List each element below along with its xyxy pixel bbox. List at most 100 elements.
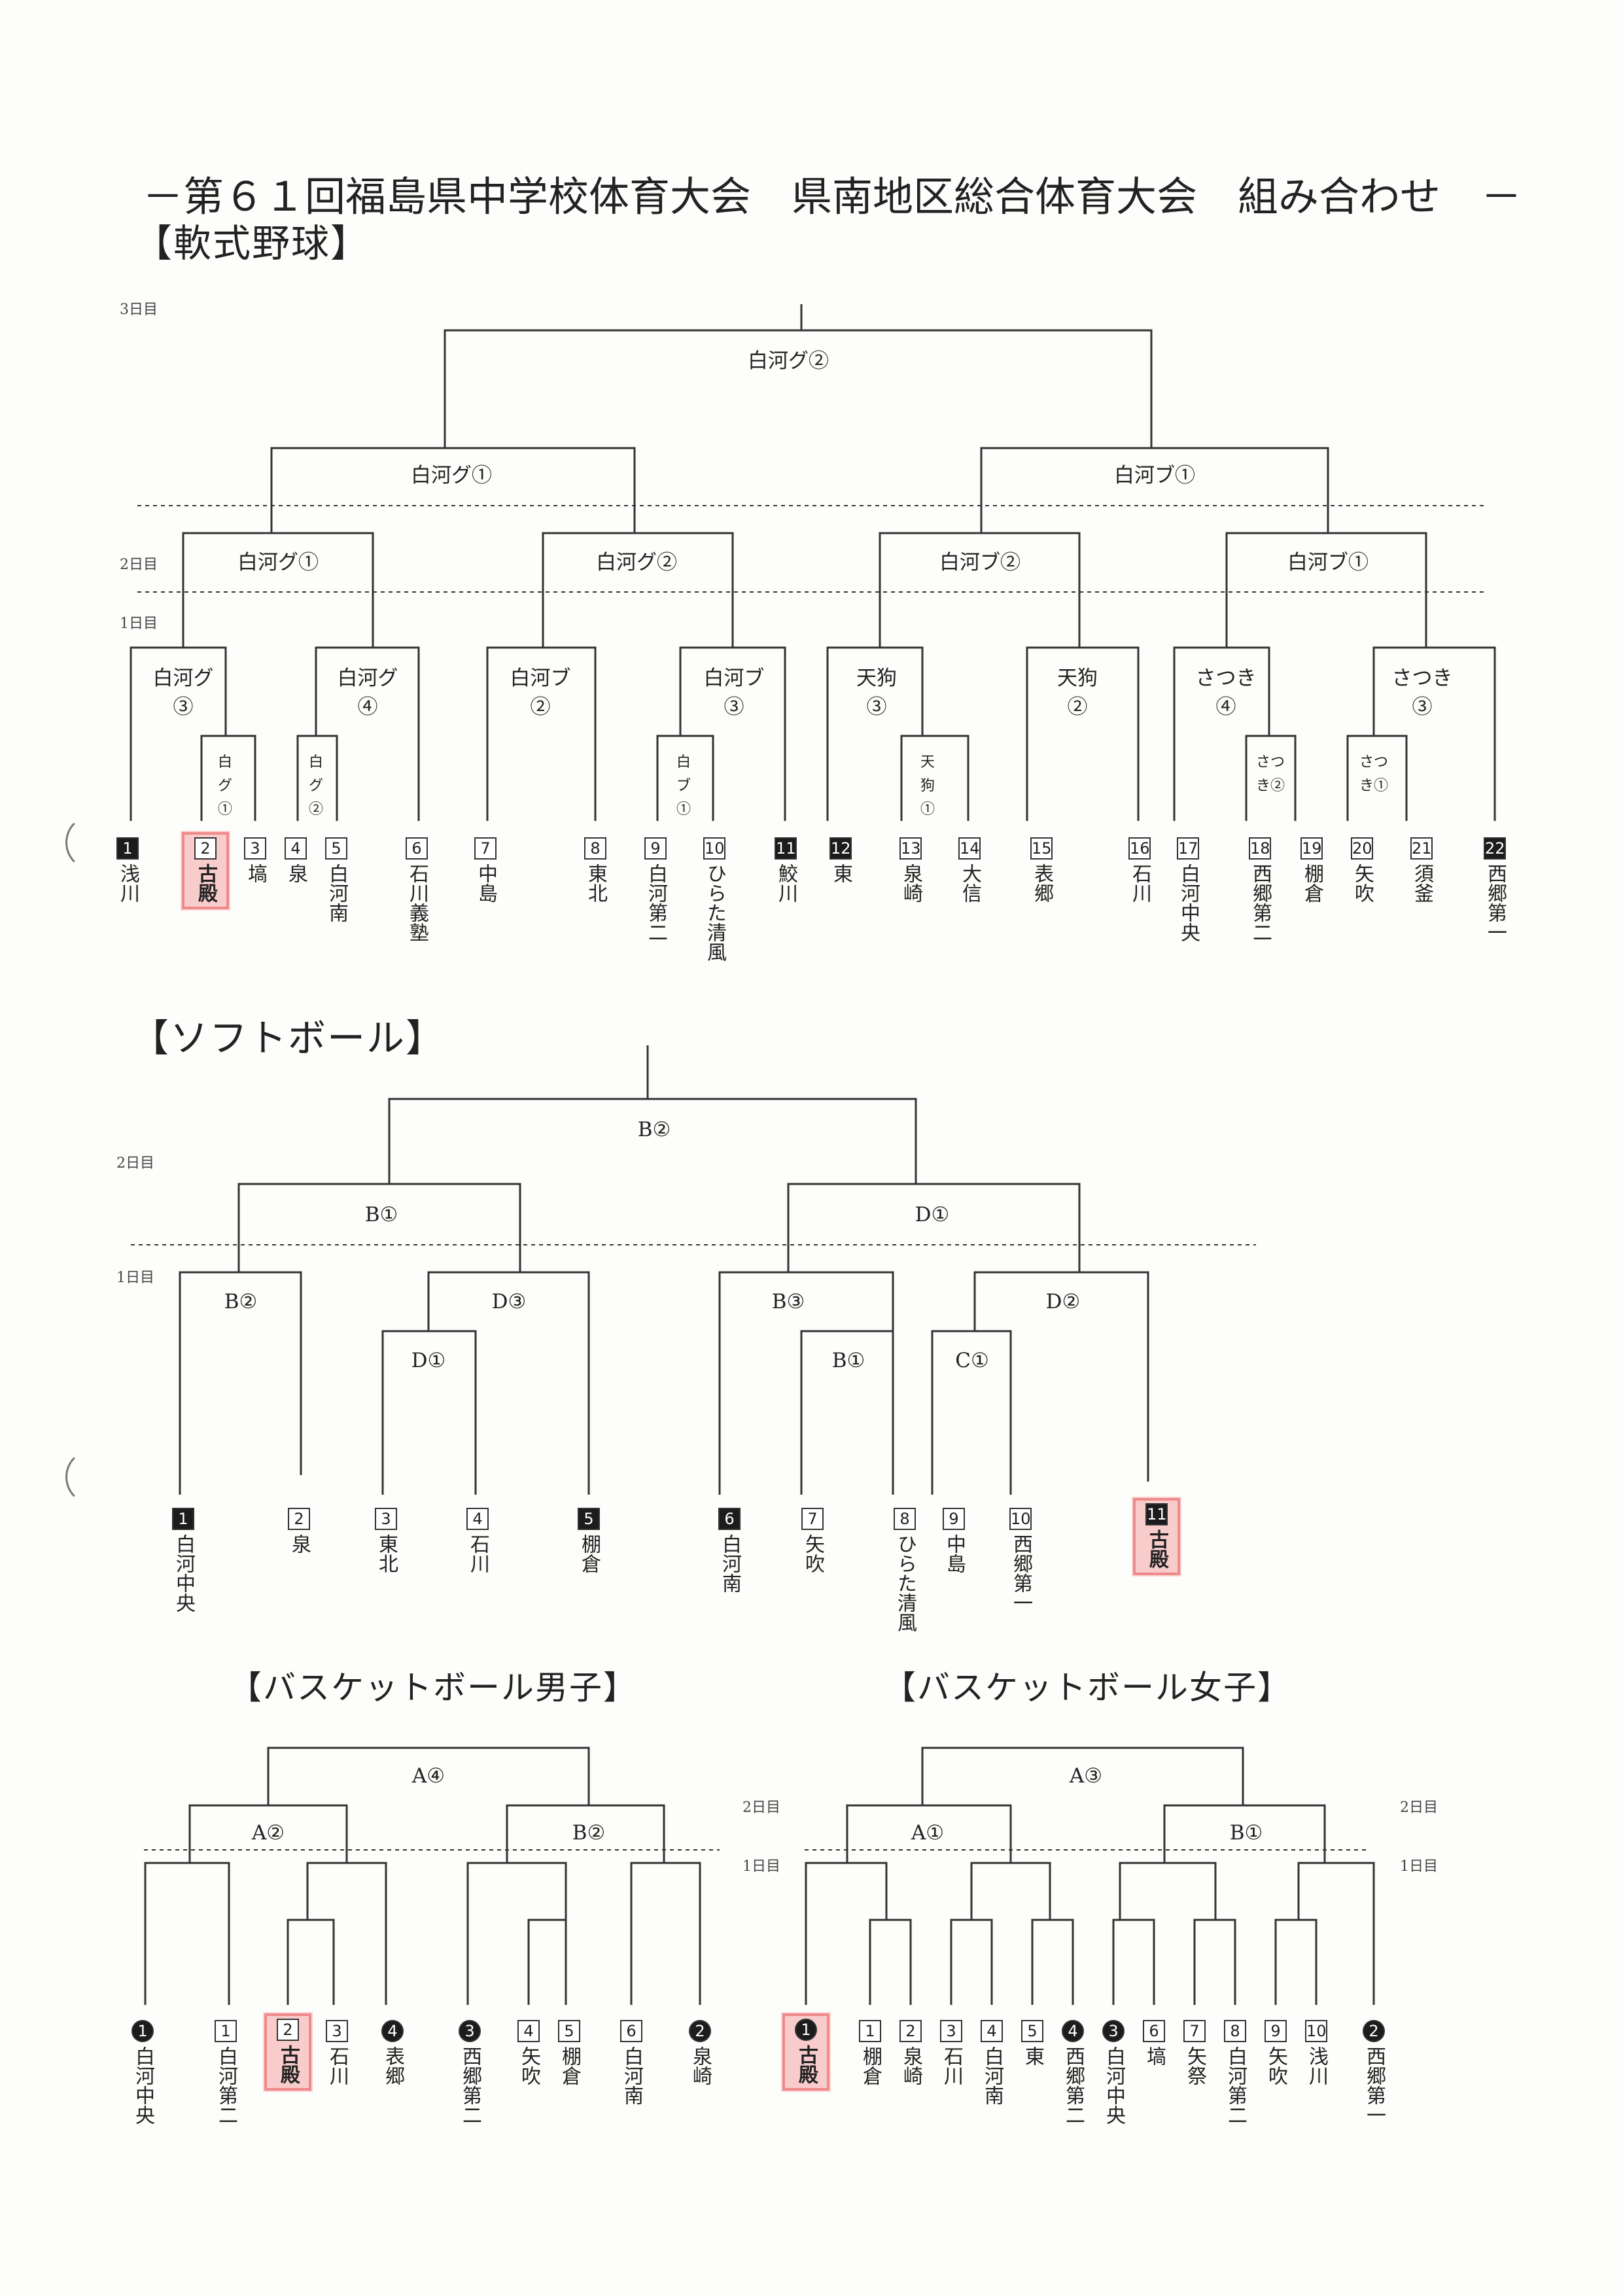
team-name: 浅川 xyxy=(116,863,139,903)
bracket-connector-15 xyxy=(826,646,924,821)
team-name: 白河南 xyxy=(325,863,348,922)
baseball-team-5: 5 白河南 xyxy=(321,837,351,922)
team-name: 石川 xyxy=(940,2046,963,2085)
baseball-day-2: 2日目 xyxy=(120,557,158,573)
bracket-connector-49 xyxy=(1031,1919,1074,2005)
bracket-connector-32 xyxy=(931,1330,1012,1495)
team-name: 東北 xyxy=(584,863,607,903)
team-number: 4 xyxy=(466,1508,489,1530)
team-number: 5 xyxy=(325,837,347,860)
softball-qf4-label: D② xyxy=(1045,1290,1081,1313)
bracket-connector-24 xyxy=(237,1183,521,1272)
bracket-connector-31 xyxy=(973,1271,1149,1482)
baseball-r1-label-1: 白グ① xyxy=(217,754,232,818)
bbgirls-day-2-right: 2日目 xyxy=(1400,1800,1438,1816)
team-number: 7 xyxy=(1183,2020,1206,2042)
softball-qf3-label: B③ xyxy=(771,1290,805,1313)
team-name: 鮫川 xyxy=(775,863,797,903)
team-name: 西郷第一 xyxy=(1363,2046,1386,2125)
bbgirls-day-2-left: 2日目 xyxy=(742,1800,780,1816)
bracket-connector-25 xyxy=(787,1183,1081,1272)
team-name: ひらた清風 xyxy=(894,1534,916,1632)
team-name: 矢祭 xyxy=(1183,2046,1206,2085)
bracket-connector-18 xyxy=(1173,646,1270,821)
team-name: 矢吹 xyxy=(517,2046,540,2085)
bracket-connector-42 xyxy=(921,1747,1244,1805)
bracket-connector-11 xyxy=(296,735,338,821)
team-name: 東 xyxy=(829,863,852,883)
team-number: 8 xyxy=(894,1508,916,1530)
team-name: 表郷 xyxy=(1030,863,1053,903)
team-number: 19 xyxy=(1300,837,1323,860)
team-name: 西郷第二 xyxy=(459,2046,481,2125)
team-number: 11 xyxy=(1145,1503,1168,1525)
team-name: 矢吹 xyxy=(1265,2046,1287,2085)
team-number: 9 xyxy=(644,837,667,860)
baseball-r2-label-6: 天狗② xyxy=(1057,667,1098,719)
baseball-r2-label-3: 白河ブ② xyxy=(510,667,571,719)
team-number: 5 xyxy=(578,1508,600,1530)
team-number: 18 xyxy=(1249,837,1271,860)
team-name: 棚倉 xyxy=(859,2046,882,2085)
team-number: 2 xyxy=(1363,2020,1385,2042)
bracket-connector-36 xyxy=(144,1862,230,2005)
team-number: 10 xyxy=(1009,1508,1032,1530)
baseball-qf1-label: 白河グ① xyxy=(237,551,319,574)
team-number: 3 xyxy=(375,1508,397,1530)
bracket-connector-14 xyxy=(656,735,714,821)
bracket-connector-23 xyxy=(388,1098,917,1184)
team-number: 11 xyxy=(775,837,797,860)
baseball-qf4-label: 白河ブ① xyxy=(1287,551,1369,574)
team-number: 5 xyxy=(1021,2020,1043,2042)
team-number: 6 xyxy=(406,837,428,860)
team-number: 4 xyxy=(381,2020,404,2042)
bracket-connector-33 xyxy=(267,1747,590,1805)
softball-semi-right-label: D① xyxy=(915,1203,950,1226)
bracket-connector-3 xyxy=(980,447,1329,533)
team-name: 塙 xyxy=(1143,2046,1166,2066)
team-number: 20 xyxy=(1351,837,1373,860)
team-name: ひらた清風 xyxy=(703,863,726,962)
team-name: 西郷第一 xyxy=(1484,863,1507,942)
softball-heading: 【ソフトボール】 xyxy=(131,1016,445,1060)
team-name: 古殿 xyxy=(795,2045,818,2084)
baseball-r2-label-7: さつき④ xyxy=(1195,667,1257,719)
basketball-boys-heading: 【バスケットボール男子】 xyxy=(229,1669,637,1707)
bracket-connector-51 xyxy=(1112,1919,1155,2005)
bbboys-final-label: A④ xyxy=(411,1764,445,1788)
bracket-connector-54 xyxy=(1274,1919,1318,2005)
team-name: 矢吹 xyxy=(1351,863,1374,903)
bracket-connector-6 xyxy=(879,532,1081,648)
softball-semi-left-label: B① xyxy=(364,1203,398,1226)
team-number: 7 xyxy=(801,1508,824,1530)
baseball-semi-left-label: 白河グ① xyxy=(411,464,492,487)
bracket-connector-21 xyxy=(1346,735,1408,821)
bracket-connector-28 xyxy=(381,1330,477,1495)
bracket-connector-35 xyxy=(506,1804,665,1863)
team-number: 2 xyxy=(194,837,217,860)
bracket-connector-43 xyxy=(846,1804,1012,1863)
bracket-connector-37 xyxy=(306,1862,387,2005)
bracket-connector-38 xyxy=(287,1919,335,2005)
team-name: 白河中央 xyxy=(172,1534,195,1612)
